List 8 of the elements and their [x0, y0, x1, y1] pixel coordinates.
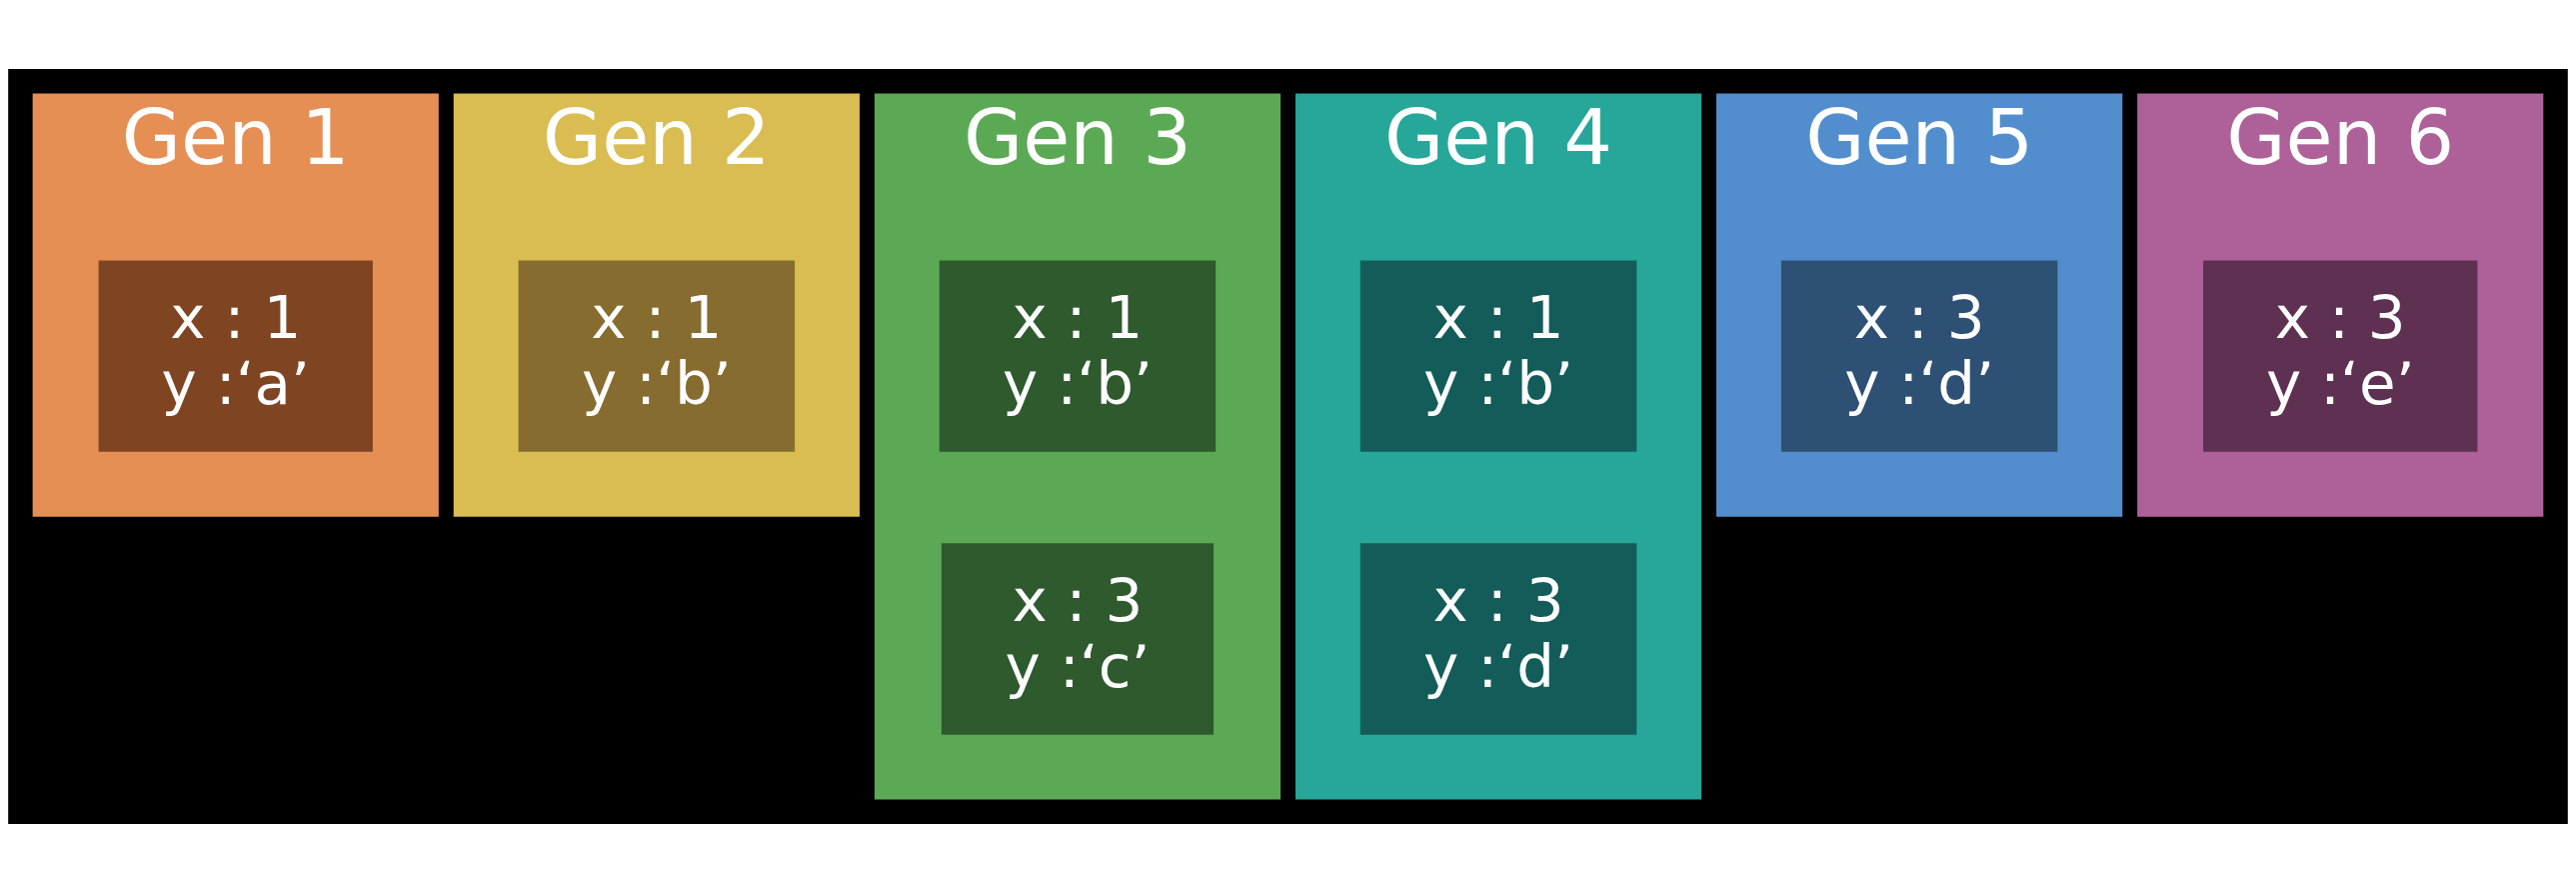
node-box: x : 3 y :‘d’ [1780, 259, 2058, 452]
node-box: x : 3 y :‘e’ [2203, 259, 2478, 452]
node-box: x : 1 y :‘a’ [98, 259, 373, 452]
node-box: x : 1 y :‘b’ [939, 259, 1217, 452]
node-box: x : 1 y :‘b’ [1359, 259, 1637, 452]
node-box: x : 1 y :‘b’ [518, 259, 796, 452]
node-box: x : 3 y :‘c’ [941, 542, 1215, 735]
node-box: x : 3 y :‘d’ [1359, 542, 1637, 735]
